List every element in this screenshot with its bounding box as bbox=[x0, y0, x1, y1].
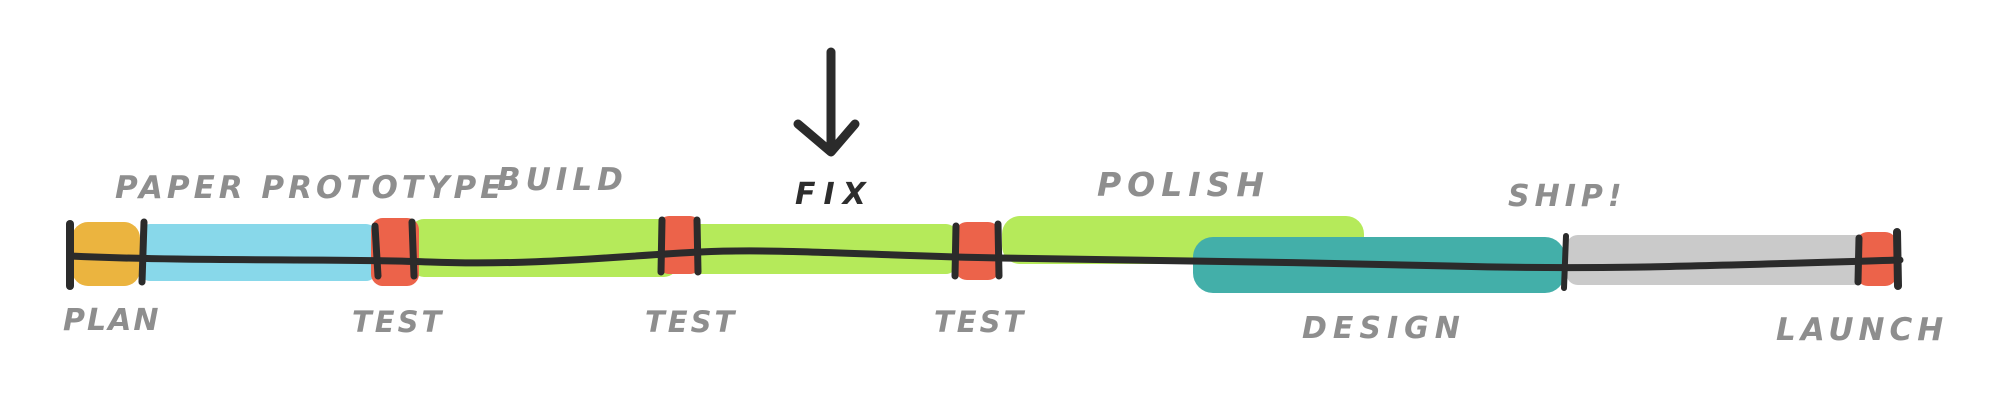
build-band-1 bbox=[410, 219, 678, 277]
label-fix: FIX bbox=[795, 177, 874, 212]
test-block-2 bbox=[659, 216, 700, 274]
timeline-line bbox=[66, 247, 1904, 272]
tick-ship bbox=[1561, 233, 1569, 291]
tick-test-2b bbox=[693, 216, 702, 276]
tick-test-1b bbox=[408, 218, 418, 280]
test-block-1 bbox=[371, 218, 419, 286]
label-ship: SHIP! bbox=[1508, 179, 1627, 214]
prototype-band bbox=[140, 224, 376, 281]
label-test-1: TEST bbox=[352, 305, 444, 339]
label-test-2: TEST bbox=[645, 305, 737, 339]
tick-plan-end bbox=[138, 218, 148, 286]
label-launch: LAUNCH bbox=[1776, 312, 1948, 348]
label-polish: POLISH bbox=[1097, 165, 1270, 204]
tick-launch-a bbox=[1854, 234, 1863, 286]
tick-test-3b bbox=[994, 220, 1003, 280]
down-arrow-icon bbox=[793, 47, 860, 157]
tick-test-2a bbox=[657, 216, 666, 276]
tick-test-3a bbox=[951, 222, 960, 280]
label-test-3: TEST bbox=[934, 305, 1026, 339]
label-paper-prototype: PAPER PROTOTYPE bbox=[115, 170, 505, 206]
test-block-3 bbox=[955, 222, 1000, 280]
label-design: DESIGN bbox=[1302, 311, 1466, 346]
tick-end bbox=[1893, 228, 1902, 290]
timeline-axis bbox=[66, 216, 1904, 291]
ship-band bbox=[1566, 235, 1868, 285]
label-build: BUILD bbox=[497, 162, 628, 198]
tick-test-1a bbox=[371, 222, 382, 280]
label-plan: PLAN bbox=[63, 303, 160, 338]
